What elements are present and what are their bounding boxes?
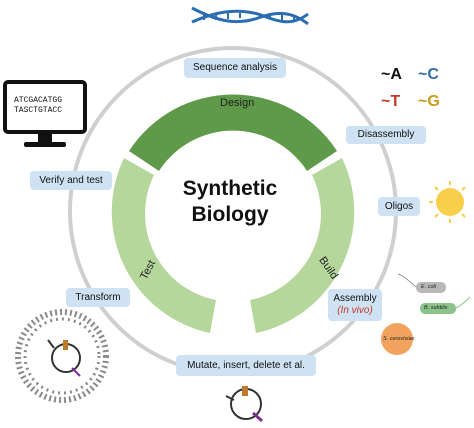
oligos-step: Oligos — [378, 197, 420, 216]
yeast-cell-icon — [381, 323, 413, 355]
cell-with-plasmid-icon — [15, 309, 109, 403]
verify-and-test-step: Verify and test — [30, 171, 112, 190]
computer-monitor-icon — [3, 80, 87, 147]
assembly-step: Assembly (In vivo) — [328, 289, 382, 321]
mutate-step: Mutate, insert, delete et al. — [176, 355, 316, 376]
sun-icon — [429, 181, 466, 223]
nucleotide-a: ~A — [381, 66, 402, 83]
assembly-label: Assembly — [333, 293, 377, 304]
bacteria-icon — [397, 273, 471, 314]
plasmid-icon — [225, 386, 263, 423]
disassembly-step: Disassembly — [346, 126, 426, 144]
monitor-line2: TASCTGTACC — [14, 106, 63, 115]
design-arc — [129, 94, 337, 171]
monitor-line1: ATCGACATGG — [14, 96, 63, 105]
assembly-note: (In vivo) — [337, 305, 373, 316]
test-arc — [111, 158, 216, 333]
nucleotide-c: ~C — [418, 66, 439, 83]
center-title-line2: Biology — [191, 203, 269, 226]
nucleotide-t: ~T — [381, 93, 401, 110]
transform-step: Transform — [66, 288, 130, 307]
build-arc — [250, 158, 355, 333]
scerevisiae-label: S. cerevisiae — [383, 336, 415, 342]
bsubtilis-label: B. subtilis — [424, 305, 448, 311]
sequence-analysis-step: Sequence analysis — [184, 58, 286, 78]
center-title-line1: Synthetic — [182, 177, 278, 200]
center-title: Synthetic Biology — [150, 176, 310, 228]
nucleotide-g: ~G — [418, 93, 440, 110]
dna-double-helix-icon — [191, 6, 309, 26]
monitor-screen-text: ATCGACATGG TASCTGTACC — [14, 96, 62, 116]
ecoli-label: E. coli — [421, 284, 436, 290]
design-label: Design — [220, 97, 255, 109]
